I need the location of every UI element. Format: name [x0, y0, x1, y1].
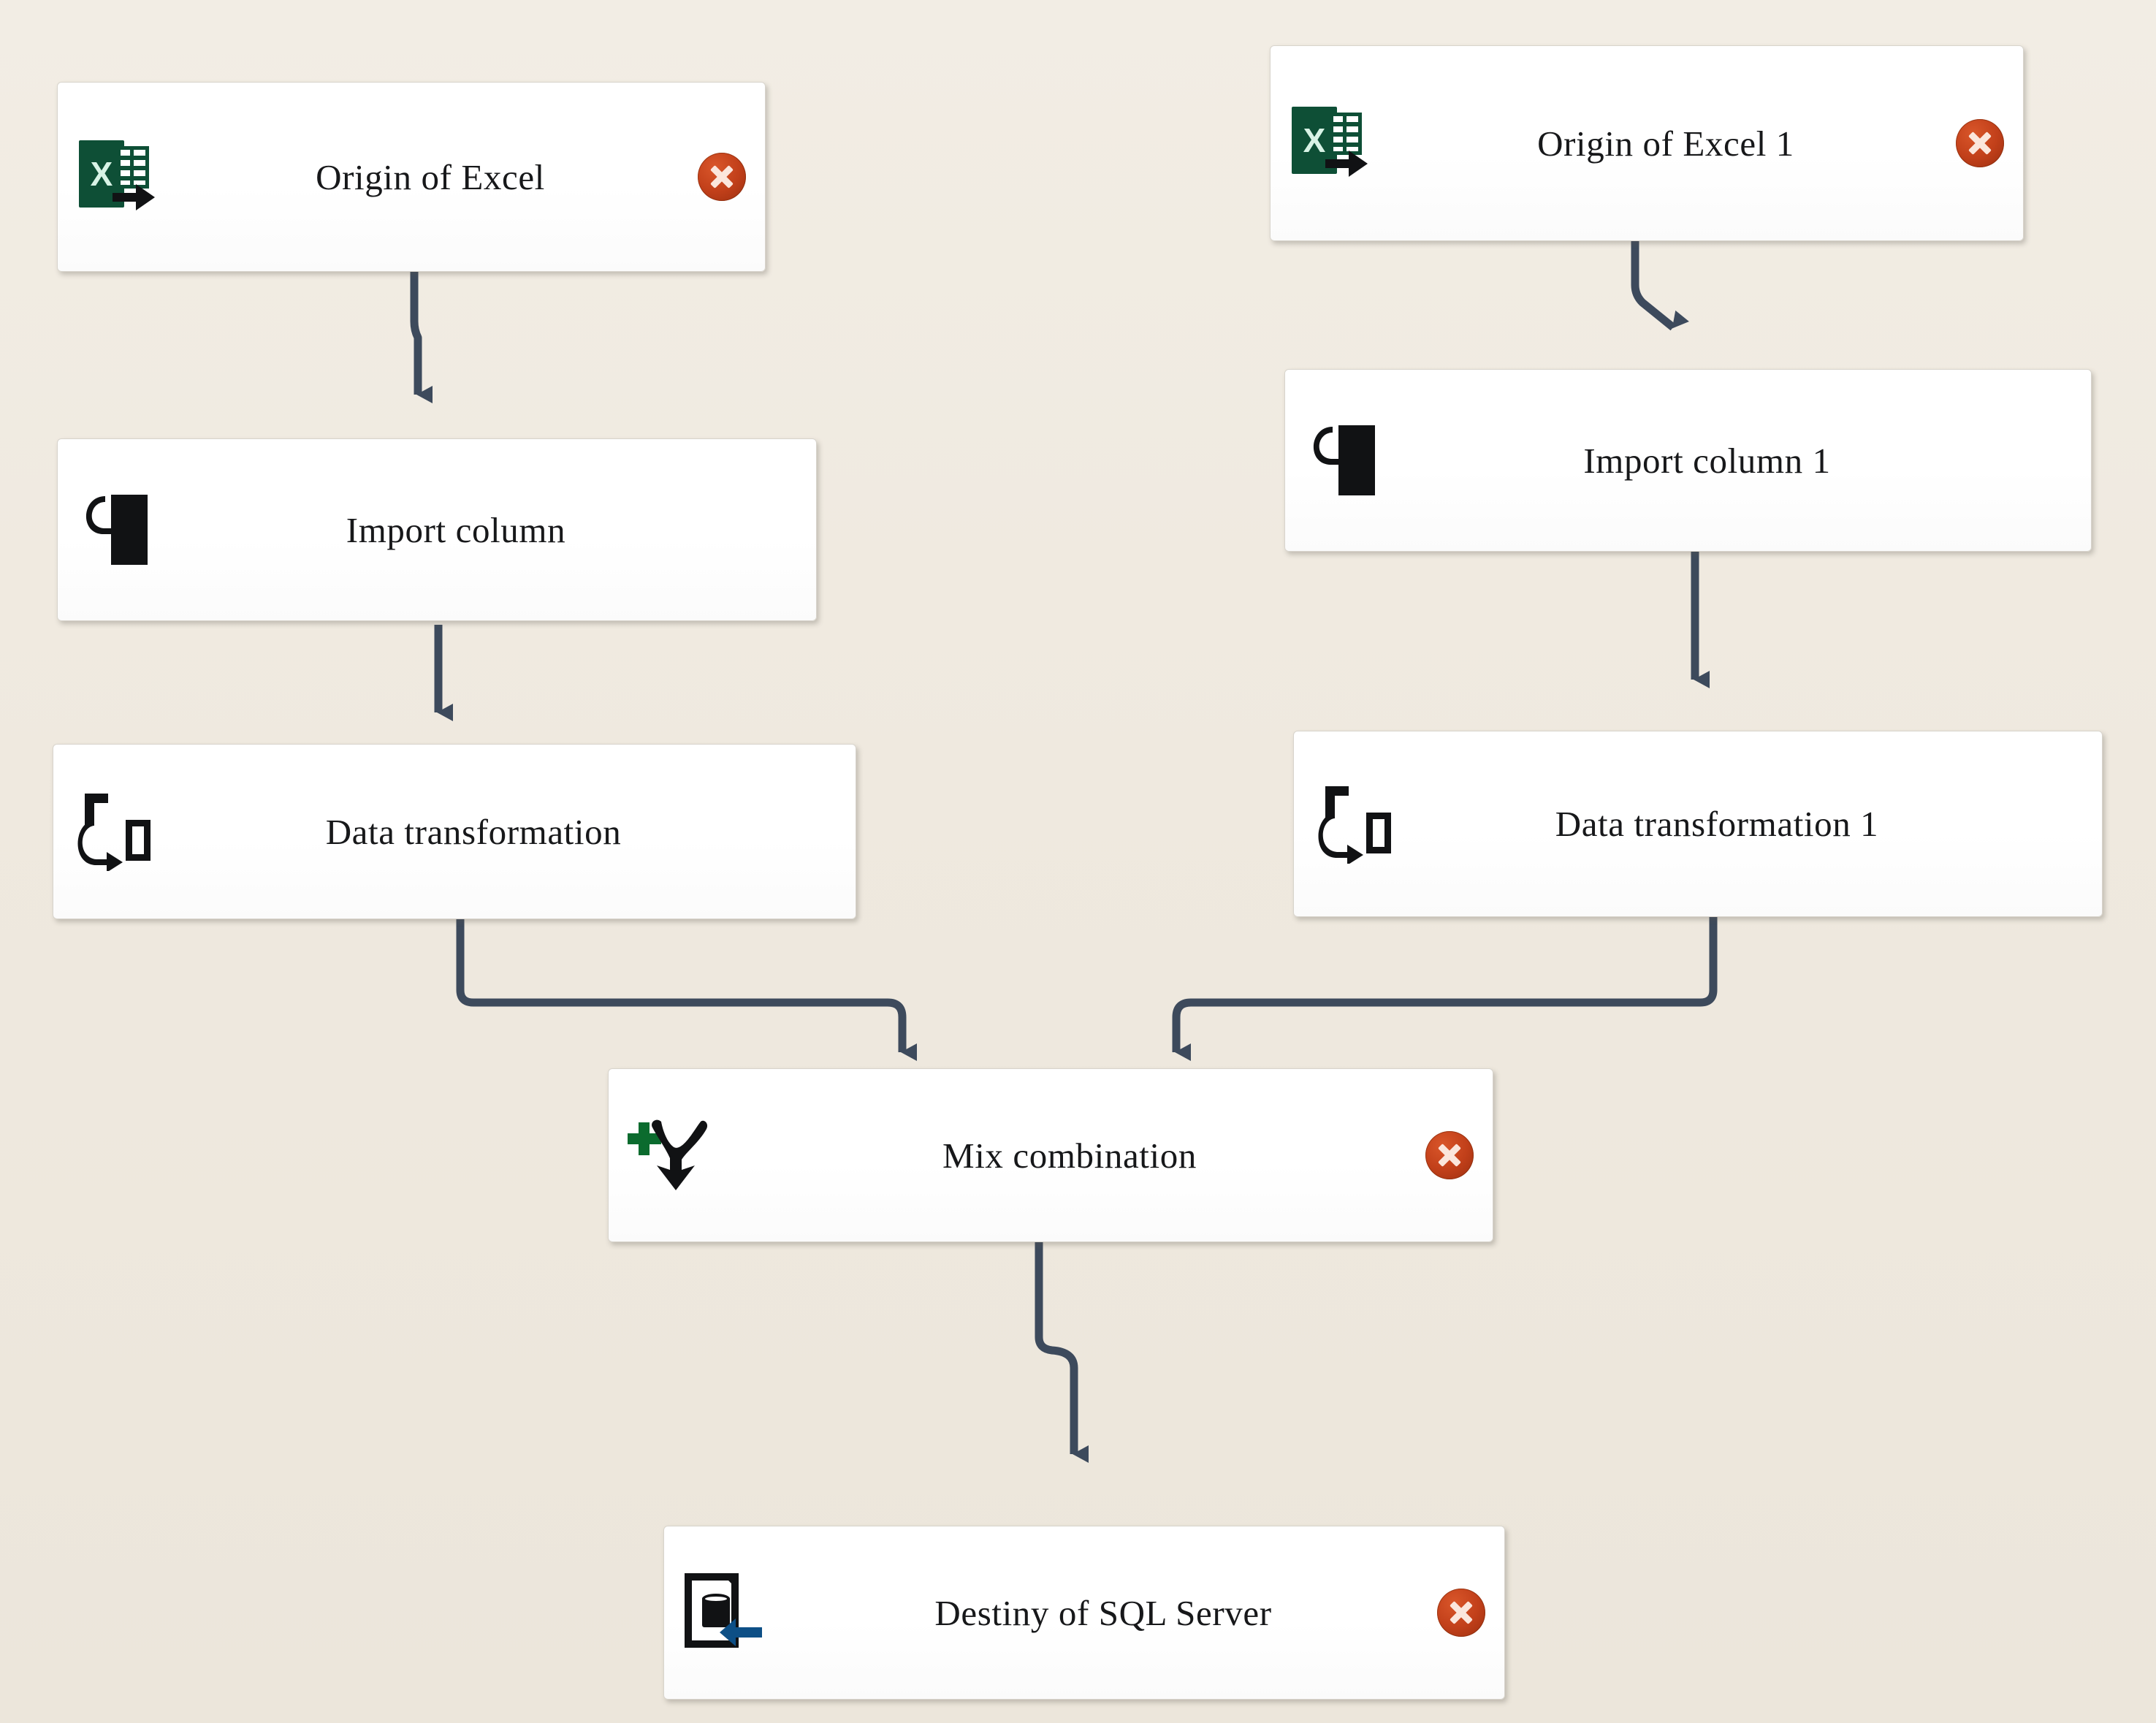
node-mix-combination[interactable]: Mix combination	[608, 1068, 1493, 1242]
merge-combination-icon	[628, 1112, 714, 1198]
excel-source-icon: X	[77, 134, 163, 220]
error-badge[interactable]	[698, 153, 746, 201]
data-transformation-icon	[72, 788, 159, 875]
data-transformation-icon	[1313, 781, 1399, 867]
badge-placeholder	[2035, 800, 2083, 848]
import-column-icon	[1304, 417, 1390, 503]
error-badge[interactable]	[1437, 1589, 1485, 1637]
node-label: Destiny of SQL Server	[934, 1592, 1272, 1633]
node-origin-of-excel-1[interactable]: X Origin of Excel 1	[1270, 45, 2024, 241]
sql-server-destination-icon	[683, 1570, 769, 1656]
node-label: Import column	[346, 509, 566, 550]
node-import-column[interactable]: Import column	[57, 438, 817, 621]
node-label: Mix combination	[942, 1135, 1197, 1176]
edge-data-transformation-1-to-mix-combination	[1172, 917, 1718, 1061]
error-badge[interactable]	[1425, 1131, 1474, 1179]
import-column-icon	[77, 487, 163, 573]
edge-origin-excel-to-import-column	[410, 272, 433, 403]
edge-mix-combination-to-destiny-sql-server	[1035, 1242, 1089, 1463]
node-import-column-1[interactable]: Import column 1	[1284, 369, 2092, 552]
badge-placeholder	[788, 807, 837, 856]
error-badge[interactable]	[1956, 119, 2004, 167]
node-label: Origin of Excel	[316, 156, 545, 197]
node-label: Origin of Excel 1	[1537, 123, 1794, 164]
node-data-transformation[interactable]: Data transformation	[53, 744, 856, 919]
badge-placeholder	[2024, 436, 2072, 484]
edge-origin-excel-1-to-import-column-1	[1631, 241, 1689, 331]
node-label: Import column 1	[1583, 440, 1831, 481]
edge-data-transformation-to-mix-combination	[456, 917, 917, 1061]
node-label: Data transformation	[325, 811, 622, 852]
node-data-transformation-1[interactable]: Data transformation 1	[1293, 731, 2103, 917]
excel-source-icon: X	[1290, 100, 1376, 186]
badge-placeholder	[749, 506, 797, 554]
node-label: Data transformation 1	[1555, 804, 1879, 844]
node-destiny-of-sql-server[interactable]: Destiny of SQL Server	[663, 1526, 1505, 1700]
node-origin-of-excel[interactable]: X Origin of Excel	[57, 82, 766, 272]
